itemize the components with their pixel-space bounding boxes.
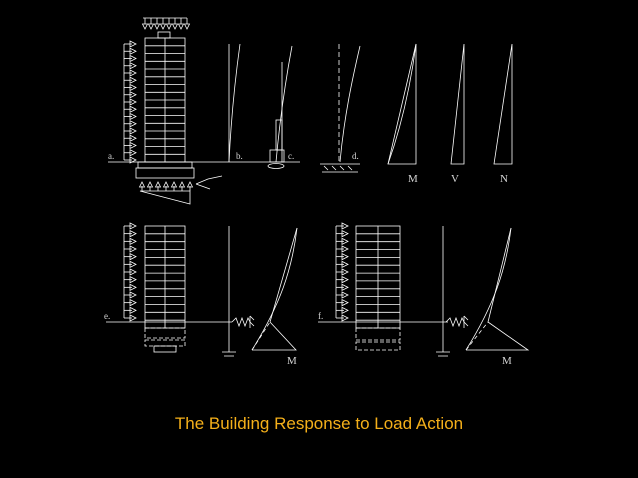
wind-arrow-head xyxy=(129,141,137,150)
wind-arrow-head xyxy=(129,40,137,48)
wind-arrow-head xyxy=(129,112,137,121)
shear-diagram-top xyxy=(450,43,465,165)
wind-arrow-head xyxy=(129,62,137,70)
moment-diagram-top xyxy=(387,43,417,165)
slide-caption: The Building Response to Load Action xyxy=(174,414,464,433)
wind-arrow-head xyxy=(129,245,137,253)
wind-arrow-head xyxy=(129,230,137,238)
wind-arrow-head xyxy=(129,91,137,99)
wind-arrow-head xyxy=(341,230,349,238)
wind-arrow-head xyxy=(341,245,349,253)
support-spring-f xyxy=(436,226,469,357)
wind-arrow-head xyxy=(341,253,349,261)
gravity-load-arrows-a xyxy=(141,17,191,30)
building-e xyxy=(144,225,186,353)
gravity-arrow-head xyxy=(165,23,173,30)
wind-arrow-head xyxy=(341,283,349,291)
wind-arrow-head xyxy=(129,47,137,55)
moment-diagram-e xyxy=(251,227,298,351)
soil-arrow-head xyxy=(146,181,154,188)
label-d: d. xyxy=(352,151,359,161)
label-moment-e: M xyxy=(287,355,297,367)
gravity-arrow-head xyxy=(177,23,185,30)
gravity-arrow-head xyxy=(171,23,179,30)
wind-arrow-head xyxy=(129,260,137,268)
label-c: c. xyxy=(288,151,294,161)
moment-diagram-f xyxy=(465,227,530,351)
wind-arrow-head xyxy=(129,314,137,322)
label-b: b. xyxy=(236,151,243,161)
wind-arrow-head xyxy=(341,268,349,276)
wind-arrow-head xyxy=(341,306,349,314)
gravity-arrow-head xyxy=(183,23,191,30)
gravity-arrow-head xyxy=(141,23,149,30)
gravity-arrow-head xyxy=(147,23,155,30)
wind-arrow-head xyxy=(341,299,349,307)
wind-arrow-head xyxy=(341,237,349,245)
soil-arrow-head xyxy=(178,181,186,188)
wind-arrow-head xyxy=(129,268,137,276)
label-moment-f: M xyxy=(502,355,512,367)
wind-arrow-head xyxy=(129,306,137,314)
wind-arrow-head xyxy=(341,276,349,284)
label-normal-top: N xyxy=(500,173,508,185)
deflection-c xyxy=(267,45,293,169)
wind-arrow-head xyxy=(129,283,137,291)
label-f: f. xyxy=(318,311,323,321)
normal-diagram-top xyxy=(493,43,513,165)
building-f xyxy=(355,225,401,351)
label-e: e. xyxy=(104,311,110,321)
wind-arrow-head xyxy=(129,222,137,230)
wind-arrow-head xyxy=(341,260,349,268)
soil-arrow-head xyxy=(170,181,178,188)
wind-arrow-head xyxy=(129,134,137,142)
support-spring-e xyxy=(222,226,255,357)
soil-pressure-diagram xyxy=(138,175,223,205)
building-a xyxy=(135,31,195,179)
wind-arrow-head xyxy=(341,291,349,299)
wind-load-arrows-e xyxy=(123,222,137,322)
wind-arrow-head xyxy=(129,291,137,299)
wind-arrow-head xyxy=(129,156,137,164)
wind-arrow-head xyxy=(129,149,137,157)
label-moment-top: M xyxy=(408,173,418,185)
wind-load-arrows-f xyxy=(335,222,349,322)
gravity-arrow-head xyxy=(159,23,167,30)
gravity-arrow-head xyxy=(153,23,161,30)
soil-arrow-head xyxy=(186,181,194,188)
wind-arrow-head xyxy=(129,276,137,284)
deflection-d xyxy=(320,44,361,173)
wind-arrow-head xyxy=(129,105,137,113)
wind-arrow-head xyxy=(129,98,137,106)
wind-arrow-head xyxy=(129,76,137,84)
wind-arrow-head xyxy=(129,69,137,77)
wind-arrow-head xyxy=(129,299,137,307)
soil-arrow-head xyxy=(138,181,146,188)
wind-arrow-head xyxy=(129,127,137,135)
label-shear-top: V xyxy=(451,173,459,185)
wind-arrow-head xyxy=(129,54,137,63)
wind-arrow-head xyxy=(341,222,349,230)
wind-arrow-head xyxy=(129,253,137,261)
wind-arrow-head xyxy=(129,83,137,92)
wind-arrow-head xyxy=(129,120,137,128)
wind-arrow-head xyxy=(129,237,137,245)
label-a: a. xyxy=(108,151,114,161)
wind-arrow-head xyxy=(341,314,349,322)
deflection-b xyxy=(228,43,241,163)
soil-arrow-head xyxy=(154,181,162,188)
soil-arrow-head xyxy=(162,181,170,188)
wind-load-arrows-a xyxy=(123,40,137,164)
